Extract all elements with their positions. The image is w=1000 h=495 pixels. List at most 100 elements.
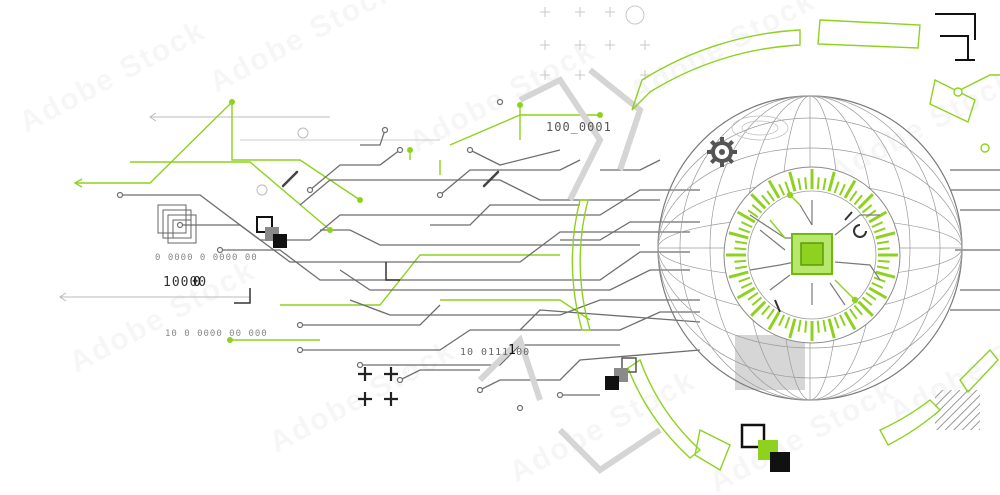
ring-tick: [728, 231, 749, 240]
ring-tick: [857, 300, 874, 317]
ring-tick: [843, 311, 857, 331]
ring-tick: [853, 304, 863, 316]
ring-tick: [736, 286, 756, 300]
ring-tick: [877, 259, 890, 263]
ring-tick: [750, 193, 767, 210]
hatched-block: [935, 390, 980, 430]
circuit-traces: [120, 129, 1000, 396]
corner-brackets: [935, 13, 976, 61]
ring-tick: [816, 177, 820, 190]
ring-tick: [822, 178, 827, 191]
binary-label: 10 0111 00: [460, 347, 531, 358]
plus-icon: [358, 367, 398, 406]
ring-tick: [766, 190, 775, 202]
ring-tick: [761, 304, 771, 316]
ring-tick: [778, 314, 786, 327]
ring-tick: [865, 209, 877, 218]
ring-tick: [816, 320, 820, 333]
ring-tick: [875, 231, 896, 240]
binary-label: 0: [193, 275, 202, 290]
ring-tick: [865, 292, 877, 301]
ring-tick: [784, 316, 791, 329]
ring-tick: [797, 319, 802, 332]
ring-tick: [740, 221, 753, 229]
ring-tick: [822, 319, 827, 332]
ring-tick: [784, 181, 791, 194]
green-arcs: [571, 19, 1000, 472]
ring-tick: [849, 308, 858, 320]
stacked-squares: [157, 204, 197, 244]
ring-tick: [833, 181, 840, 194]
ring-tick: [877, 247, 890, 251]
binary-label: 10 0 0000 00 000: [165, 329, 268, 339]
background-shapes: [477, 67, 662, 474]
circuit-nodes: [116, 98, 564, 412]
ring-tick: [871, 221, 884, 229]
green-nodes: [227, 99, 603, 343]
ring-tick: [871, 281, 884, 289]
ring-tick: [735, 240, 748, 245]
ring-tick: [767, 311, 781, 331]
ring-tick: [838, 314, 846, 327]
ring-tick: [747, 292, 759, 301]
ring-tick: [750, 300, 767, 317]
square-cluster-left: [256, 216, 287, 248]
ring-tick: [797, 178, 802, 191]
ring-tick: [838, 183, 846, 196]
ring-tick: [751, 296, 763, 306]
ring-tick: [788, 171, 797, 192]
ring-tick: [857, 193, 874, 210]
connector-glyphs: [281, 170, 500, 188]
ring-tick: [876, 240, 889, 245]
ring-tick: [843, 179, 857, 199]
ring-tick: [761, 194, 771, 206]
binary-label: 0 0000 0 0000 00: [155, 253, 258, 263]
tick-ring: [726, 169, 898, 341]
ring-tick: [849, 190, 858, 202]
ring-tick: [873, 227, 886, 234]
chip-icon: [791, 233, 833, 275]
ring-tick: [766, 308, 775, 320]
ring-tick: [804, 320, 808, 333]
gear-icon: [707, 137, 737, 167]
ring-tick: [861, 296, 873, 306]
ring-tick: [788, 318, 797, 339]
binary-label: 100_0001: [546, 120, 612, 134]
ring-tick: [751, 204, 763, 214]
ring-tick: [767, 179, 781, 199]
ring-tick: [868, 210, 888, 224]
ring-tick: [740, 281, 753, 289]
ring-tick: [861, 204, 873, 214]
ring-tick: [728, 270, 749, 279]
binary-label: 1: [508, 343, 517, 358]
square-cluster-mid: [605, 357, 637, 390]
ring-inner-circle: [747, 190, 877, 320]
corner-marks: [234, 262, 400, 304]
ring-tick: [747, 209, 759, 218]
grid-plus-marks: [540, 5, 650, 80]
binary-label: 10000: [163, 275, 208, 290]
ring-tick: [868, 286, 888, 300]
ring-tick: [827, 171, 836, 192]
ring-tick: [735, 265, 748, 270]
ring-tick: [736, 210, 756, 224]
ring-tick: [734, 259, 747, 263]
background-arrows: [59, 112, 440, 302]
core-circuit: [749, 200, 881, 313]
core-circuit-green: [769, 191, 859, 304]
ring-tick: [738, 227, 751, 234]
ring-tick: [734, 247, 747, 251]
ring-tick: [876, 265, 889, 270]
gray-block: [735, 335, 805, 390]
ring-tick: [833, 316, 840, 329]
square-cluster-bottom: [740, 423, 790, 472]
ring-tick: [875, 270, 896, 279]
ring-tick: [738, 276, 751, 283]
ring-tick: [804, 177, 808, 190]
ring-tick: [778, 183, 786, 196]
ring-tick: [853, 194, 863, 206]
ring-tick: [827, 318, 836, 339]
green-traces-left: [73, 100, 600, 341]
